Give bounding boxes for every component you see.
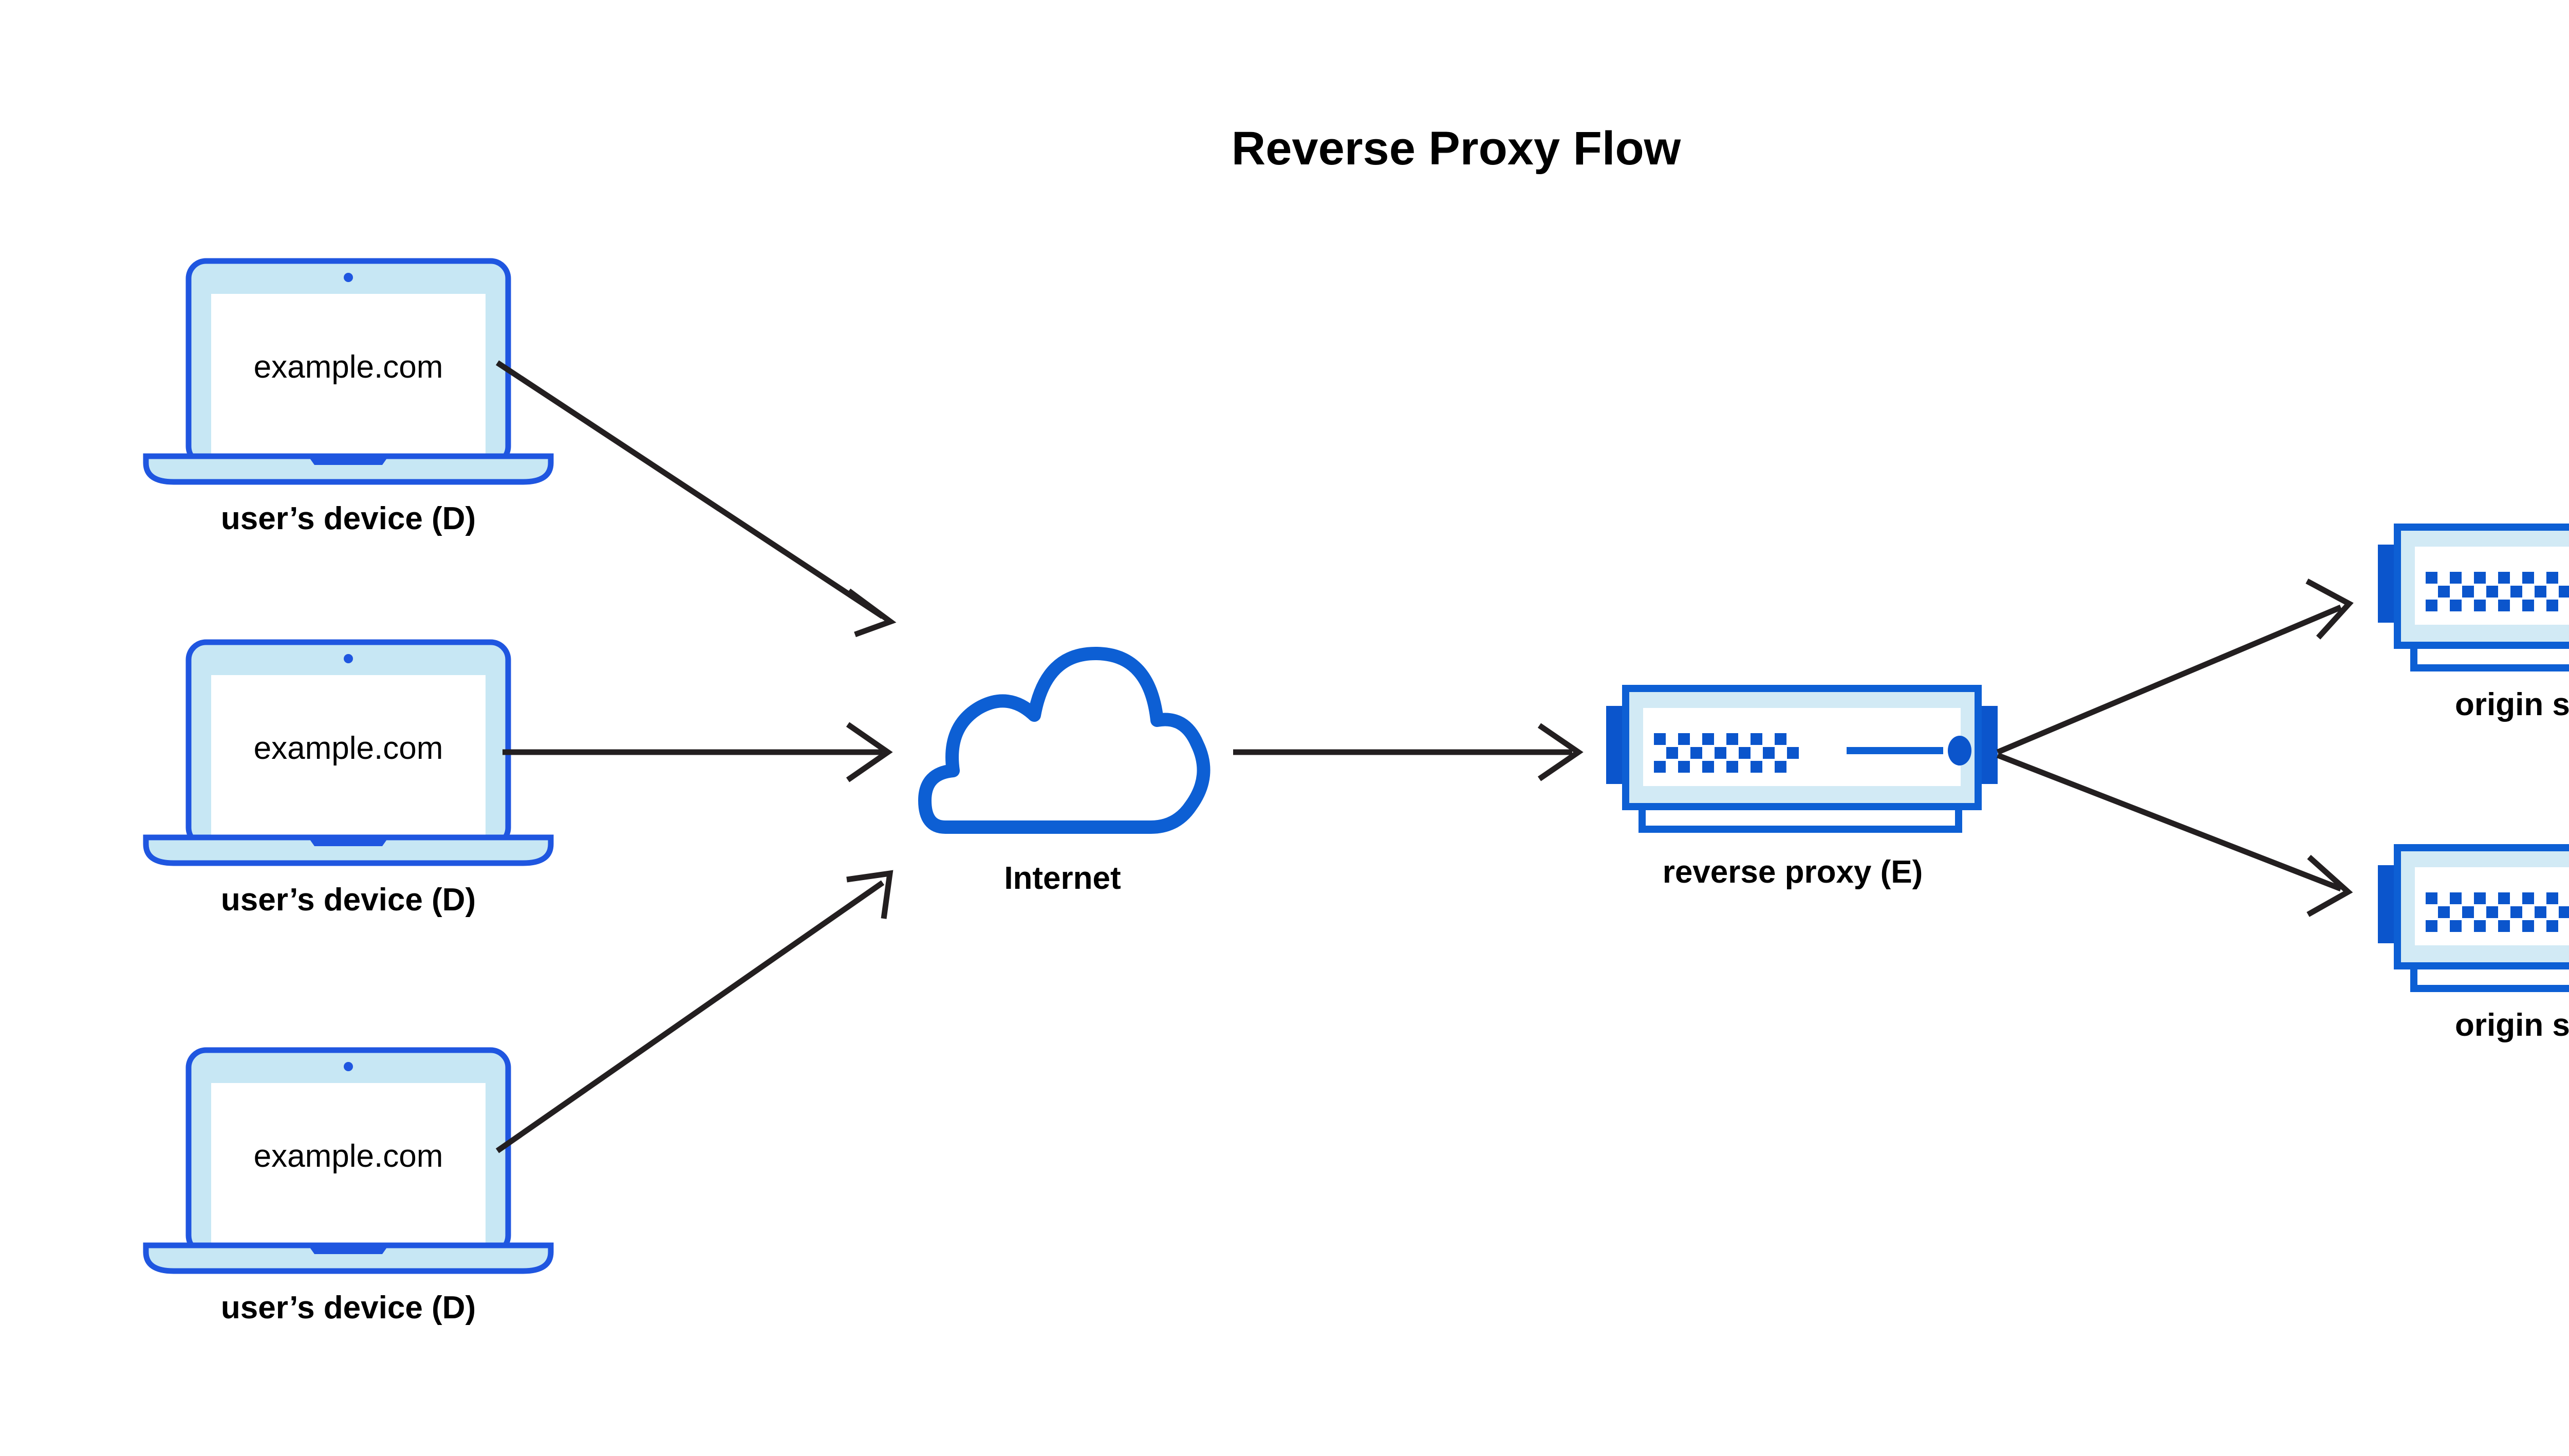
origin-server-label-2: origin server (F) — [2455, 1007, 2569, 1043]
origin-server-label-1: origin server (F) — [2455, 687, 2569, 722]
laptop-base-2 — [143, 834, 554, 866]
server-shelf-origin2 — [2410, 951, 2569, 992]
webcam-icon-1 — [344, 273, 353, 282]
server-shelf-origin1 — [2410, 630, 2569, 671]
laptop-screen-1 — [211, 294, 486, 456]
origin-server-node-2[interactable]: origin server (F) — [2378, 844, 2569, 1043]
reverse-proxy-node[interactable]: reverse proxy (E) — [1606, 685, 1998, 890]
client-node-1[interactable]: example.com user’s device (D) — [143, 258, 554, 536]
cloud-icon — [918, 646, 1211, 834]
laptop-screen-text-2: example.com — [254, 731, 443, 766]
edge-internet-to-proxy — [1233, 723, 1584, 781]
laptop-screen-2 — [211, 675, 486, 837]
webcam-icon-2 — [344, 654, 353, 663]
reverse-proxy-label: reverse proxy (E) — [1663, 854, 1923, 890]
client-label-2: user’s device (D) — [221, 882, 476, 918]
laptop-screen-text-3: example.com — [254, 1138, 443, 1174]
client-node-3[interactable]: example.com user’s device (D) — [143, 1047, 554, 1326]
client-label-3: user’s device (D) — [221, 1290, 476, 1326]
edge-proxy-to-origin1 — [1996, 578, 2354, 755]
client-node-2[interactable]: example.com user’s device (D) — [143, 639, 554, 918]
internet-node[interactable]: Internet — [918, 646, 1211, 896]
edge-client2-to-internet — [502, 722, 893, 782]
laptop-screen-text-1: example.com — [254, 349, 443, 385]
edge-proxy-to-origin2 — [1997, 752, 2353, 917]
origin-server-node-1[interactable]: origin server (F) — [2378, 524, 2569, 722]
server-vent-dots-origin2 — [2426, 892, 2569, 932]
server-vent-dots-proxy — [1654, 733, 1799, 773]
laptop-base-3 — [143, 1242, 554, 1274]
client-label-1: user’s device (D) — [221, 501, 476, 536]
laptop-base-1 — [143, 453, 554, 485]
laptop-base-notch-2 — [308, 837, 388, 846]
webcam-icon-3 — [344, 1062, 353, 1071]
laptop-screen-3 — [211, 1083, 486, 1245]
edge-client3-to-internet — [495, 870, 893, 1153]
server-vent-dots-origin1 — [2426, 572, 2569, 611]
laptop-base-notch-1 — [308, 456, 388, 465]
laptop-base-notch-3 — [308, 1245, 388, 1254]
page-title: Reverse Proxy Flow — [1232, 122, 1681, 175]
internet-label: Internet — [1004, 861, 1121, 896]
server-status-led-proxy — [1948, 736, 1971, 766]
edge-client1-to-internet — [495, 360, 897, 638]
